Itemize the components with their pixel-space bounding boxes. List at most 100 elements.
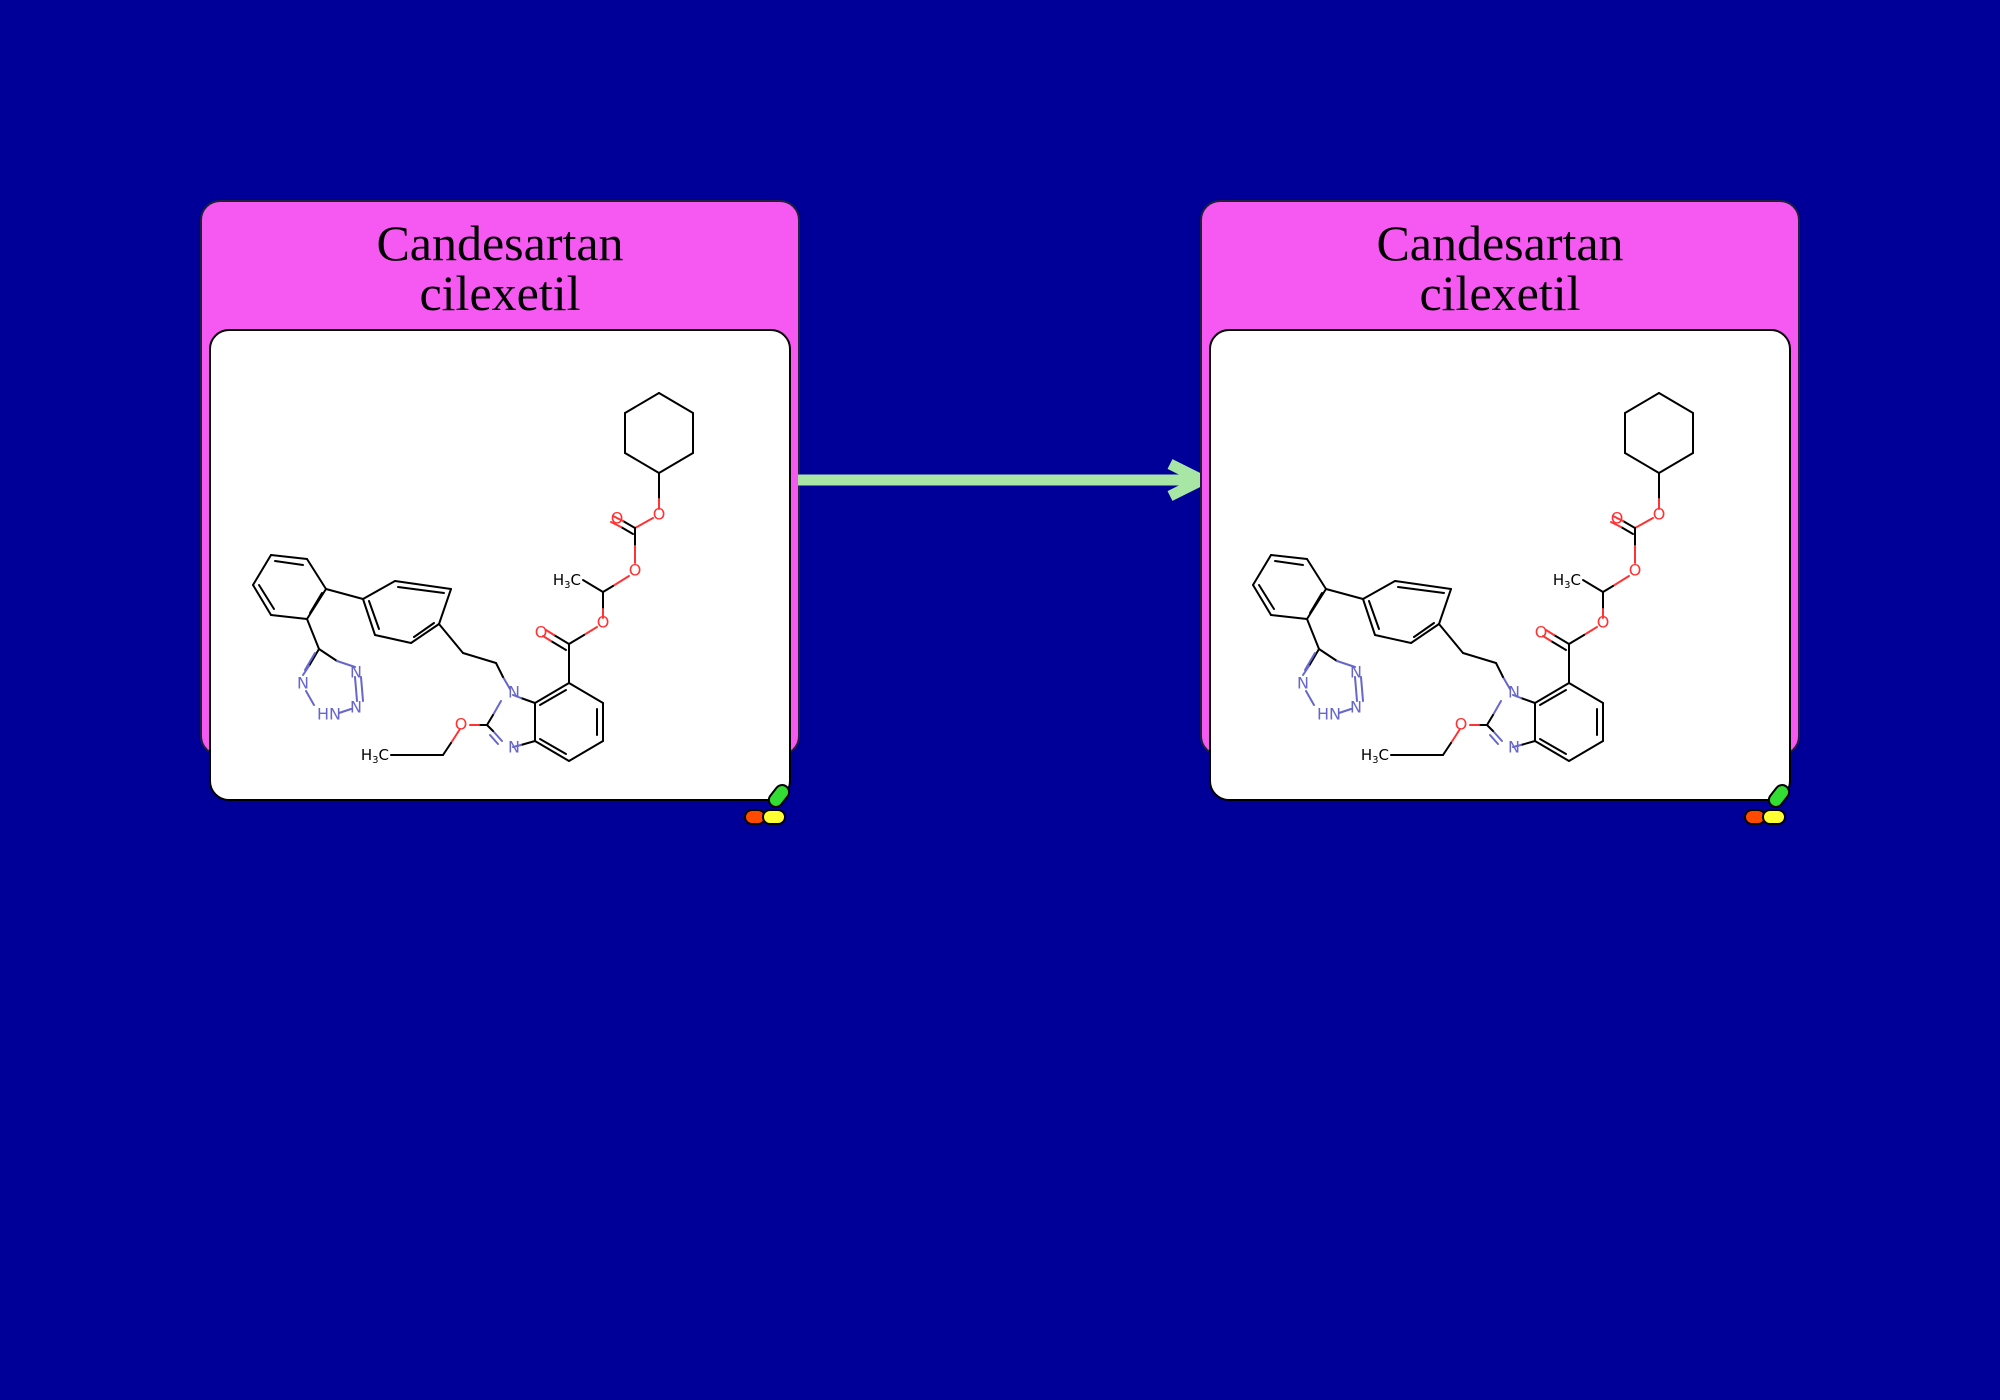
bond-47 (450, 728, 461, 744)
bond-15 (1612, 575, 1630, 587)
bond-63 (1325, 588, 1364, 600)
bond-56 (362, 580, 396, 600)
bond-78 (1304, 652, 1316, 671)
reaction-arrow (798, 459, 1212, 501)
bond-35 (1539, 689, 1567, 706)
atom-label-o3: O (629, 561, 642, 580)
bond-44 (489, 734, 499, 745)
bond-60 (1397, 586, 1445, 594)
atom-label-o1: O (653, 505, 666, 524)
drug-pill-icon (1744, 784, 1791, 825)
bond-48 (442, 742, 452, 756)
bond-59 (1410, 623, 1440, 644)
bond-58 (1374, 634, 1412, 644)
bond-22 (1553, 634, 1570, 645)
bond-80 (1360, 676, 1364, 702)
bond-57 (362, 598, 376, 636)
atom-label-n5: N (1297, 674, 1309, 693)
bond-8 (634, 517, 654, 529)
atom-label-o5: O (1535, 623, 1548, 642)
bond-51 (495, 662, 504, 678)
atom-label-n3: N (350, 663, 362, 682)
bond-43 (1486, 724, 1494, 732)
atom-label-o1: O (1653, 505, 1666, 524)
bond-71 (258, 584, 275, 610)
bond-37 (1512, 694, 1522, 699)
bond-30 (534, 740, 570, 762)
bond-76 (1308, 648, 1320, 667)
atom-label-o4: O (597, 613, 610, 632)
atom-label-o6: O (455, 715, 468, 734)
drug-pill-icon (744, 784, 791, 825)
bond-44 (1489, 734, 1499, 745)
bond-39 (512, 744, 522, 748)
bond-23 (545, 629, 555, 636)
entity-title-line1: Candesartan (1376, 215, 1624, 271)
bond-55 (1394, 580, 1452, 590)
bond-56 (1362, 580, 1396, 600)
bond-61 (368, 600, 380, 630)
atom-label-n5: N (297, 674, 309, 693)
bond-40 (1492, 700, 1502, 716)
bond-50 (502, 676, 511, 690)
bond-36 (520, 697, 536, 704)
atom-label-n2: N (508, 738, 520, 757)
bond-77 (302, 665, 310, 676)
bond-20 (583, 626, 598, 636)
bond-3 (1624, 452, 1660, 474)
bond-55 (394, 580, 452, 590)
bond-29 (568, 740, 604, 762)
bond-2 (1658, 452, 1694, 474)
bond-21 (1568, 634, 1585, 645)
bond-20 (1583, 626, 1598, 636)
bond-72 (1309, 592, 1323, 614)
bond-17 (1582, 579, 1604, 593)
bond-57 (1362, 598, 1376, 636)
atom-label-nh: HN (317, 705, 341, 724)
bond-73 (1306, 618, 1320, 650)
entity-title-line2: cilexetil (1419, 265, 1581, 321)
atom-label-o5: O (535, 623, 548, 642)
bond-70 (1274, 560, 1304, 566)
bond-74 (1318, 648, 1338, 662)
bond-30 (1534, 740, 1570, 762)
bond-17 (582, 579, 604, 593)
bond-79 (1354, 676, 1358, 702)
bond-77 (1302, 665, 1310, 676)
bond-52 (1462, 652, 1497, 664)
bond-9 (622, 520, 636, 529)
bond-34 (1539, 738, 1567, 755)
bond-82 (305, 690, 315, 706)
bond-9 (1622, 520, 1636, 529)
bond-75 (336, 660, 356, 668)
bond-12 (610, 521, 622, 528)
bond-0 (1658, 392, 1694, 414)
bond-72 (309, 592, 323, 614)
bond-50 (1502, 676, 1511, 690)
bond-68 (270, 614, 308, 620)
bond-68 (1270, 614, 1308, 620)
entity-title-right: Candesartan cilexetil (1202, 218, 1798, 318)
bond-53 (438, 623, 464, 654)
bond-59 (410, 623, 440, 644)
bond-39 (1512, 744, 1522, 748)
bond-47 (1450, 728, 1461, 744)
bond-38 (1520, 740, 1536, 746)
bond-36 (1520, 697, 1536, 704)
bond-62 (413, 622, 435, 638)
bond-41 (1486, 714, 1494, 726)
bond-25 (1542, 635, 1552, 642)
bond-10 (612, 515, 624, 522)
methyl-label-top: H3C (553, 571, 581, 591)
bond-24 (1550, 640, 1567, 651)
bond-37 (512, 694, 522, 699)
methyl-label-bot: H3C (1361, 746, 1389, 766)
bond-51 (1495, 662, 1504, 678)
bond-43 (486, 724, 494, 732)
bond-54 (1438, 588, 1452, 625)
atom-label-n2: N (1508, 738, 1520, 757)
